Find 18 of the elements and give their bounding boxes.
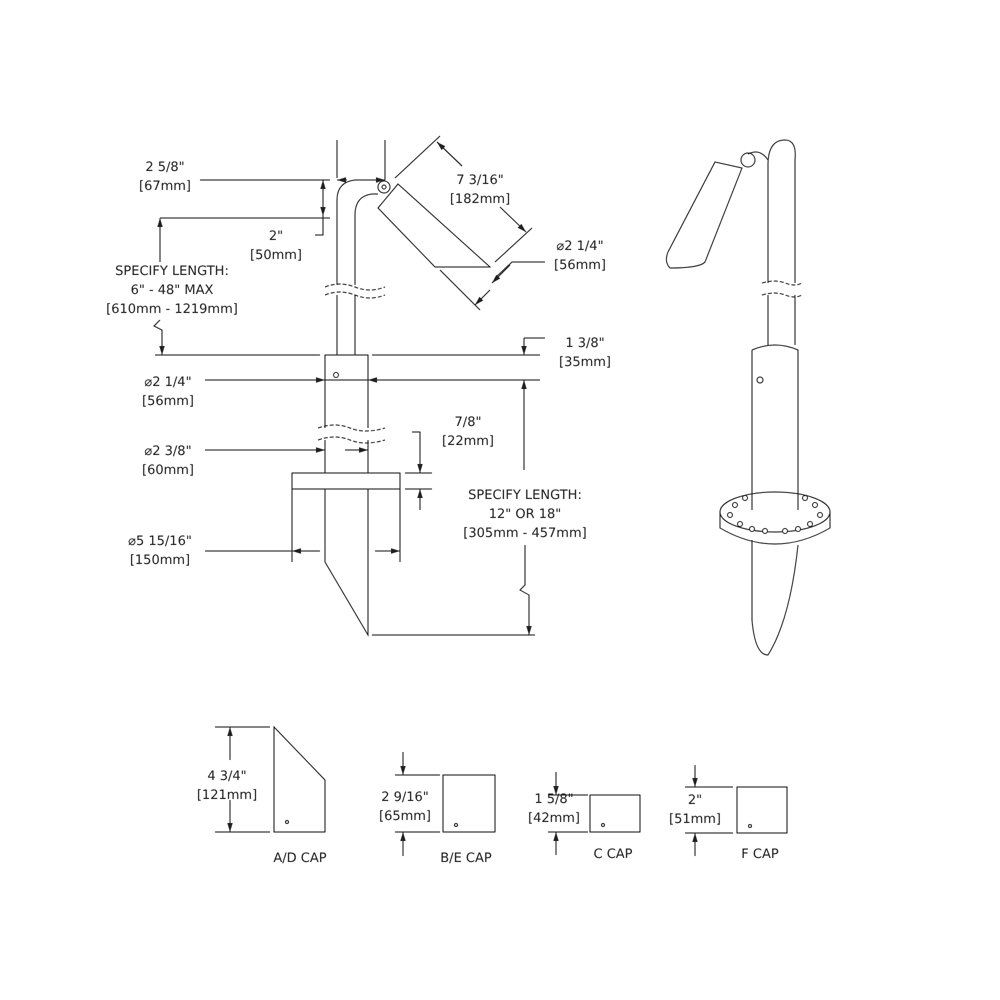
dimension-label: 7/8" [22mm] [442,414,494,451]
dimension-label: 2" [50mm] [250,228,302,265]
dimension-label: 4 3/4" [121mm] [196,768,258,805]
dimension-label: ⌀2 1/4" [56mm] [142,374,194,411]
length-note: SPECIFY LENGTH: 6" - 48" MAX [610mm - 1219mm] [106,263,238,319]
dimension-label: ⌀2 3/8" [60mm] [142,443,194,480]
dimension-label: 2 9/16" [65mm] [379,789,431,826]
cap-caption: F CAP [741,846,779,864]
length-note: SPECIFY LENGTH: 12" OR 18" [305mm - 457mm] [463,487,587,543]
cap-caption: A/D CAP [273,850,327,868]
dimension-label: ⌀2 1/4" [56mm] [554,238,606,275]
dimension-label: ⌀5 15/16" [150mm] [128,533,192,570]
dimension-label: 2" [51mm] [669,792,721,829]
dimension-label: 7 3/16" [182mm] [450,172,510,209]
dimension-label: 1 3/8" [35mm] [559,335,611,372]
cap-caption: C CAP [593,846,633,864]
cap-caption: B/E CAP [440,850,492,868]
dimension-label: 2 5/8" [67mm] [139,159,191,196]
